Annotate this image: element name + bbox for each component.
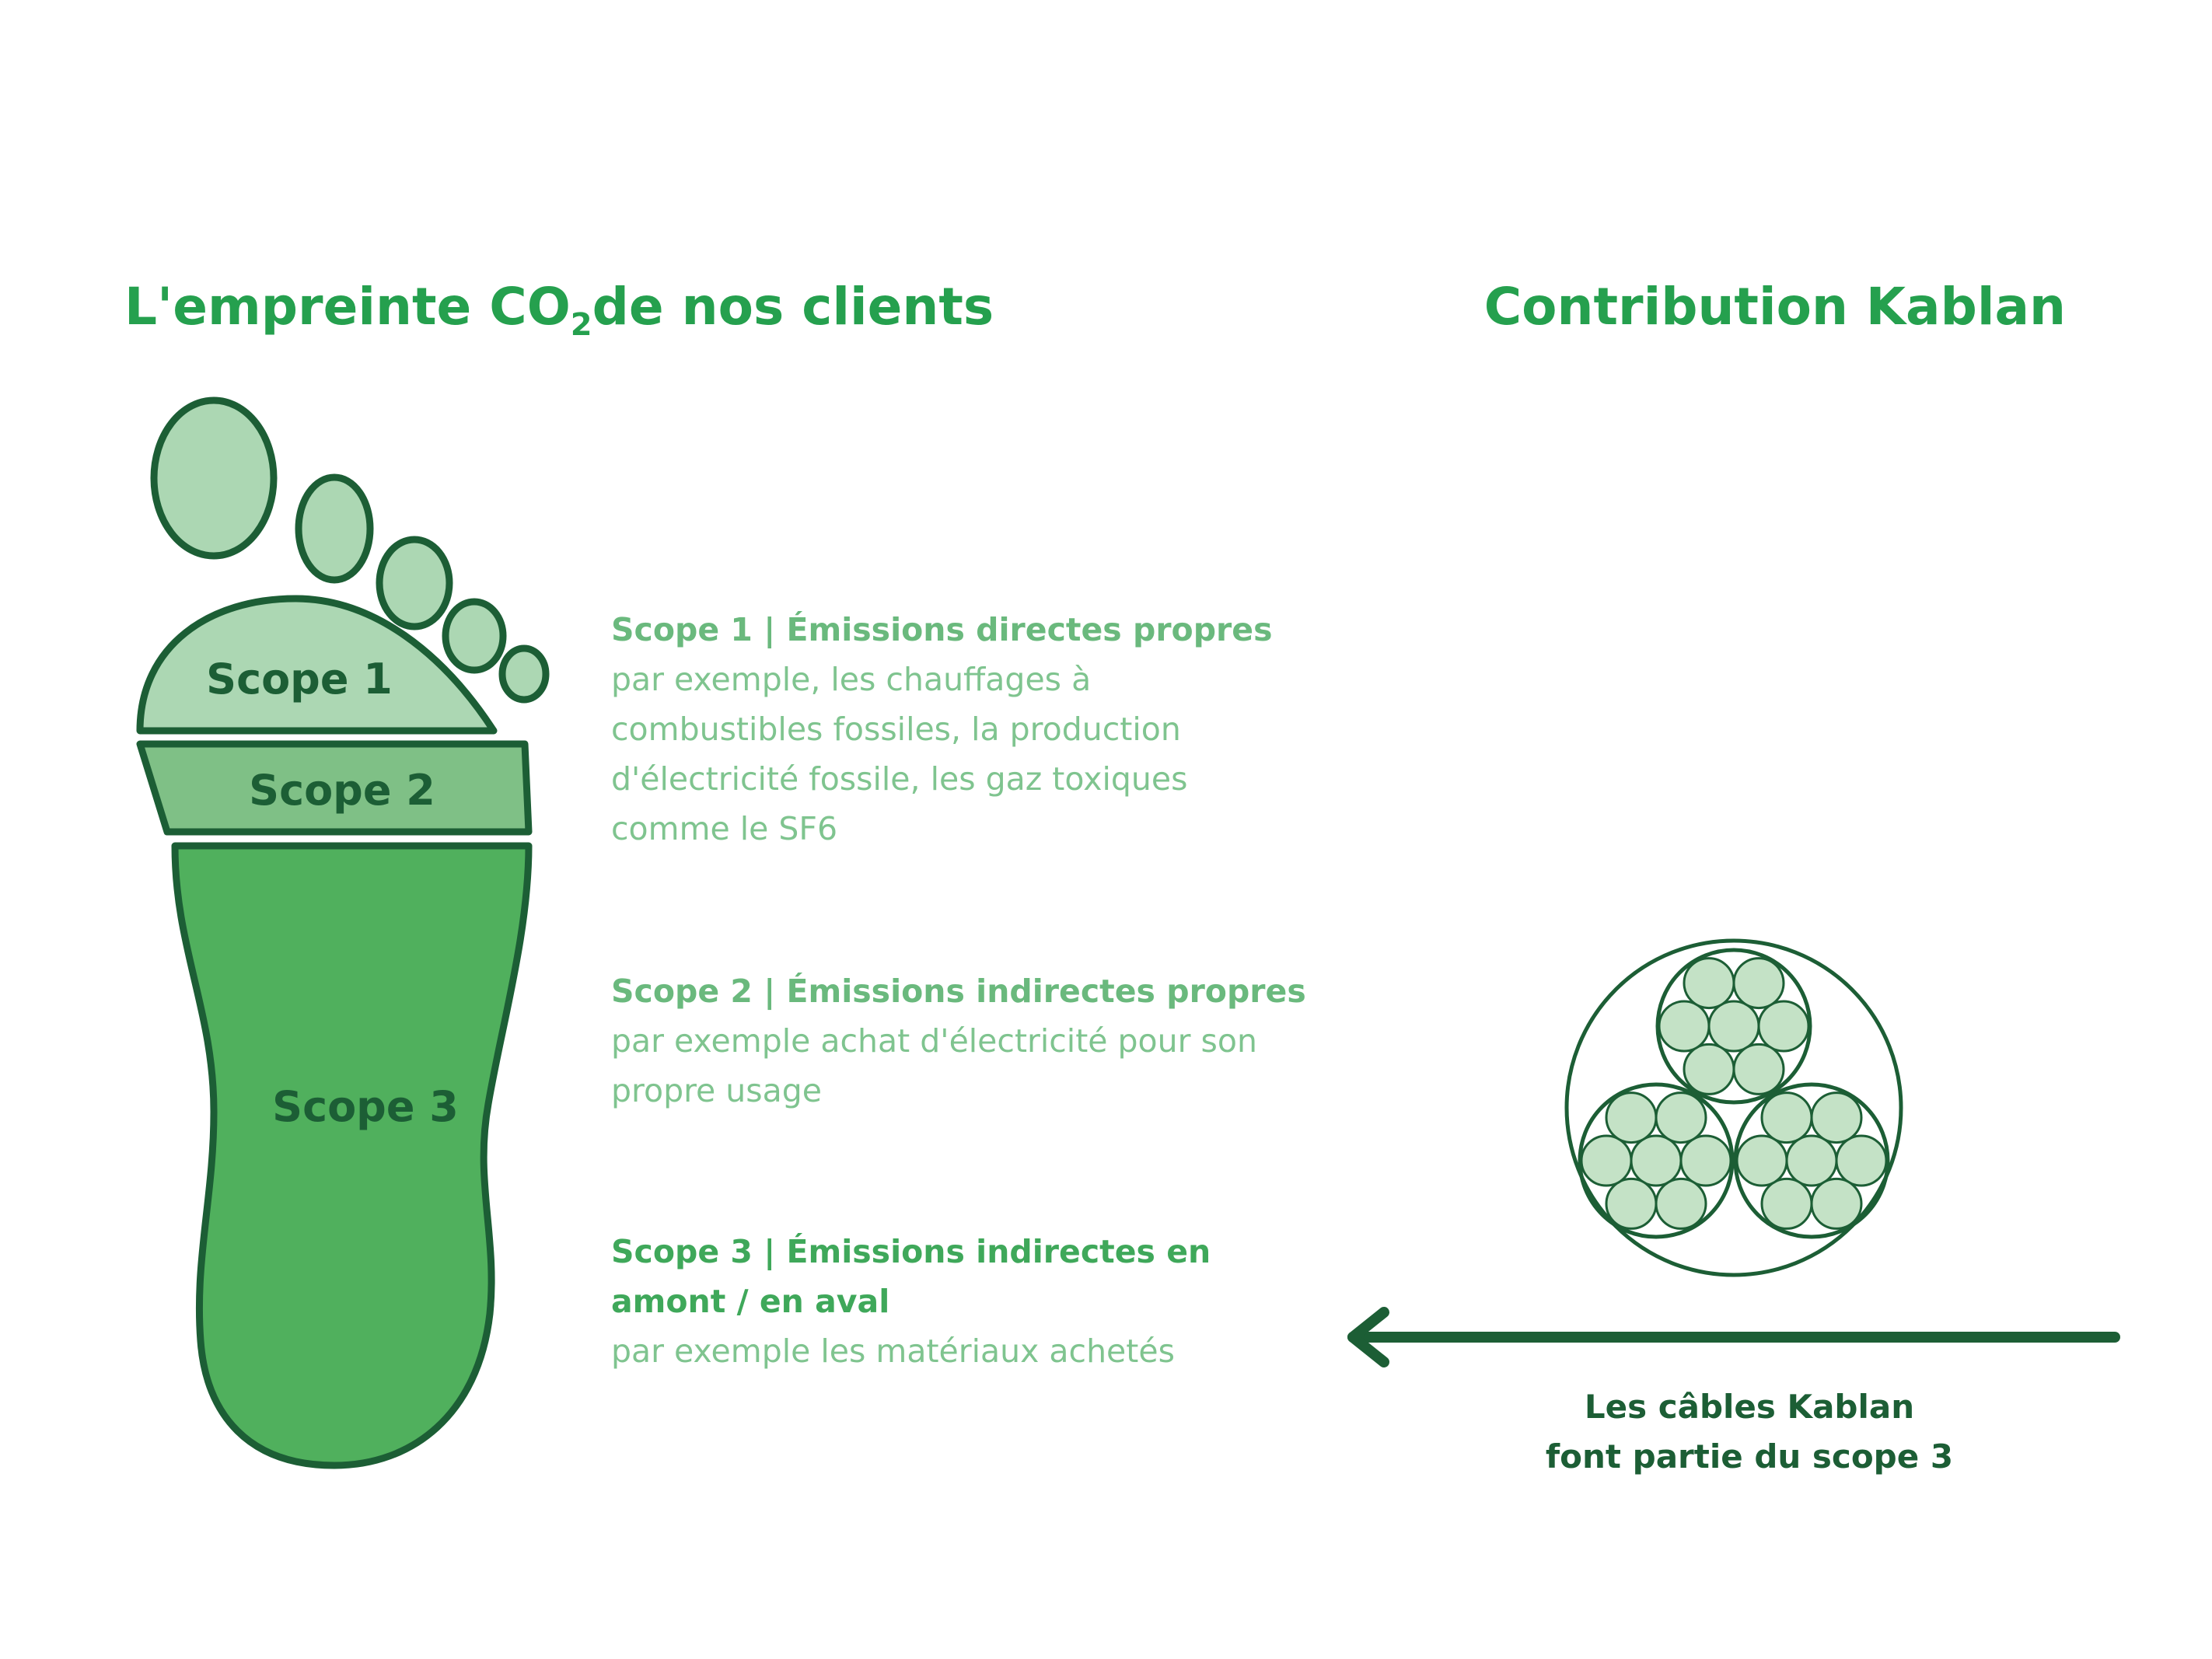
cable-strand [1658,1000,1711,1053]
cable-strand [1810,1091,1863,1144]
cable-strand [1683,957,1735,1010]
cable-strand [1735,1134,1788,1187]
cable-strand [1707,1000,1760,1053]
scope3-heading: amont / en aval [611,1283,890,1320]
scope3-description: Scope 3 | Émissions indirectes en amont … [611,1227,1389,1376]
scope3-label: Scope 3 [272,1082,459,1131]
scope3-line: par exemple les matériaux achetés [611,1332,1175,1370]
cable-strand [1810,1177,1863,1230]
scope1-line: par exemple, les chauffages à [611,661,1092,698]
scope1-line: combustibles fossiles, la production [611,711,1181,748]
scope2-line: par exemple achat d'électricité pour son [611,1022,1257,1060]
cable-strand [1655,1091,1707,1144]
scope1-label: Scope 1 [206,655,393,704]
cable-outer-sheath [1564,938,1903,1277]
cable-caption-line: Les câbles Kablan [1584,1388,1915,1426]
footprint-icon: Scope 1 Scope 2 Scope 3 [136,396,550,1469]
scope3-region [171,842,533,1469]
scope2-label: Scope 2 [249,766,435,815]
scope1-line: comme le SF6 [611,810,838,847]
cable-strand [1679,1134,1732,1187]
cable-strand [1683,1043,1735,1095]
toe-4 [442,598,507,674]
cable-core [1578,1082,1735,1239]
scope1-description: Scope 1 | Émissions directes propres par… [611,605,1389,854]
toe-5 [498,644,550,704]
scope1-heading: Scope 1 | Émissions directes propres [611,611,1273,648]
cable-strand [1785,1134,1838,1187]
scope1-line: d'électricité fossile, les gaz toxiques [611,760,1188,798]
cable-caption-line: font partie du scope 3 [1545,1437,1954,1476]
right-title: Contribution Kablan [1483,277,2066,337]
left-title: L'empreinte CO2de nos clients [124,277,994,343]
cable-strand [1757,1000,1810,1053]
co2-subscript: 2 [570,307,592,343]
cable-strand [1732,957,1785,1010]
arrow-left-icon [1347,1307,2120,1367]
cable-core [1655,948,1812,1105]
scope2-description: Scope 2 | Émissions indirectes propres p… [611,966,1389,1116]
scope3-heading: Scope 3 | Émissions indirectes en [611,1233,1211,1270]
toe-3 [376,536,453,630]
cable-strand [1835,1134,1888,1187]
cable-strand [1655,1177,1707,1230]
cable-core [1733,1082,1890,1239]
cable-strand [1760,1177,1813,1230]
cable-strand [1630,1134,1683,1187]
scope1-region [136,595,498,735]
cable-strand [1580,1134,1633,1187]
scope2-region [136,740,533,836]
cable-strand [1760,1091,1813,1144]
cable-strand [1732,1043,1785,1095]
scope2-heading: Scope 2 | Émissions indirectes propres [611,973,1306,1010]
scope2-line: propre usage [611,1072,823,1109]
cable-caption: Les câbles Kablan font partie du scope 3 [1477,1382,2022,1482]
cable-strand [1605,1177,1658,1230]
toe-big [150,396,278,560]
cable-cross-section-icon [1564,938,1903,1277]
toe-2 [295,473,374,584]
cable-strand [1605,1091,1658,1144]
